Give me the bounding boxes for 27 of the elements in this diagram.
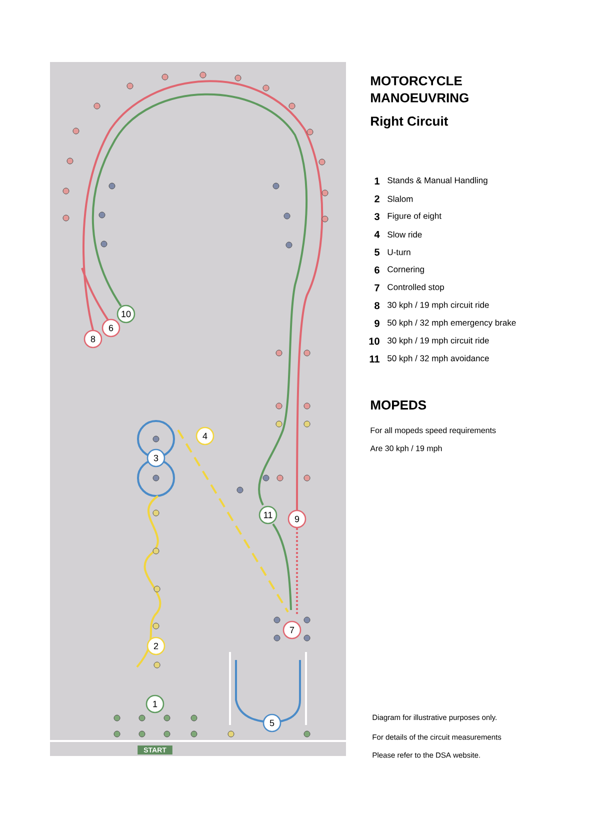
item-number: 4: [374, 230, 380, 238]
item-number: 1: [374, 178, 380, 184]
item-text: 30 kph / 19 mph circuit ride: [388, 302, 489, 310]
item-text: 50 kph / 32 mph emergency brake: [388, 319, 516, 328]
item-number: 5: [374, 248, 380, 256]
item-number: 11: [370, 356, 380, 362]
item-number: 6: [374, 266, 380, 274]
item-number: 3: [374, 213, 380, 220]
note: Are 30 kph / 19 mph: [370, 445, 442, 453]
item-text: Cornering: [388, 266, 424, 274]
item-number: 10: [369, 338, 380, 345]
title: MOTORCYCLE MANOEUVRING: [371, 76, 468, 102]
subtitle: Right Circuit: [371, 116, 448, 128]
heading: MOPEDS: [371, 400, 426, 410]
item-text: Slow ride: [388, 231, 422, 238]
item-text: Controlled stop: [388, 284, 444, 292]
note: For all mopeds speed requirements: [370, 427, 496, 435]
item-text: 30 kph / 19 mph circuit ride: [388, 337, 489, 346]
item-number: 2: [374, 195, 380, 202]
item-number: 8: [374, 302, 380, 310]
item-text: Slalom: [388, 196, 413, 202]
item-text: U-turn: [388, 249, 410, 256]
item-text: Figure of eight: [388, 212, 442, 221]
item-number: 7: [374, 284, 380, 292]
item-text: 50 kph / 32 mph avoidance: [388, 355, 489, 363]
item-number: 9: [374, 320, 380, 327]
item-text: Stands & Manual Handling: [388, 177, 488, 185]
